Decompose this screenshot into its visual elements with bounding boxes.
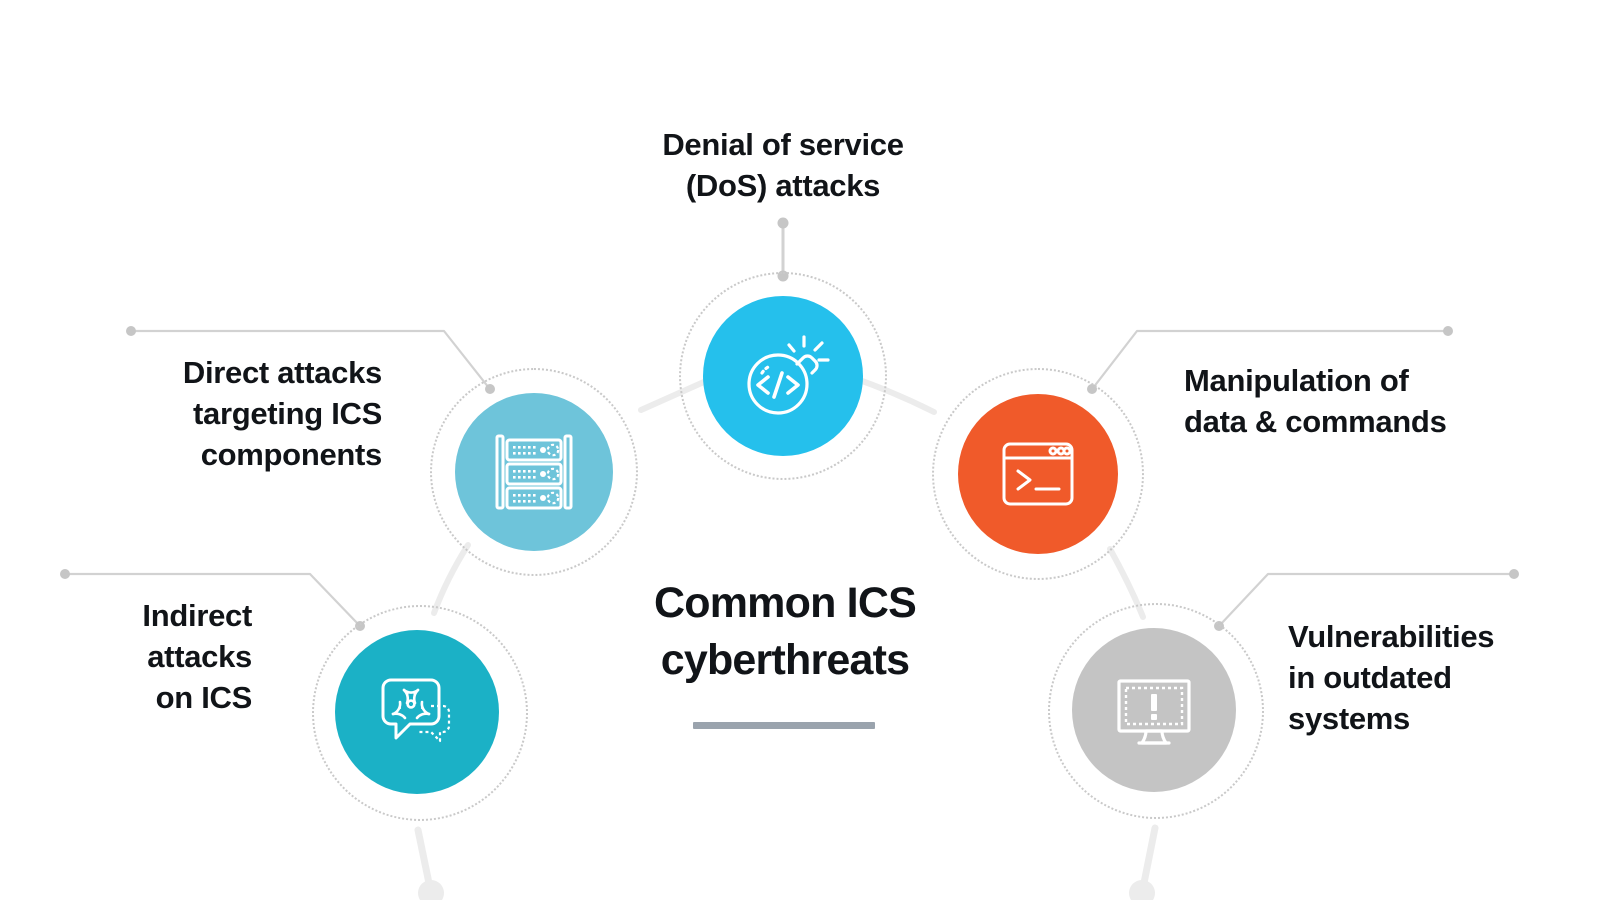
label-manipulation-line-1: Manipulation of <box>1184 363 1409 398</box>
page-title-line-2: cyberthreats <box>660 635 910 684</box>
ring-direct-attacks <box>430 368 638 576</box>
label-manipulation: Manipulation of data & commands <box>1184 360 1544 442</box>
label-direct-attacks: Direct attacks targeting ICS components <box>60 352 382 476</box>
node-direct-attacks[interactable] <box>455 393 613 551</box>
label-dos: Denial of service (DoS) attacks <box>603 124 963 206</box>
ring-manipulation <box>932 368 1144 580</box>
label-outdated-systems-line-3: systems <box>1288 701 1410 737</box>
label-indirect-attacks-line-3: on ICS <box>155 680 253 716</box>
ring-indirect-attacks <box>312 605 528 821</box>
label-dos-line-1: Denial of service <box>662 127 904 162</box>
label-manipulation-line-2: data & commands <box>1184 404 1447 440</box>
server-rack-icon <box>495 434 573 510</box>
label-direct-attacks-line-3: components <box>200 437 383 473</box>
label-dos-line-2: (DoS) attacks <box>685 168 881 204</box>
connector-dot <box>1443 326 1453 336</box>
ring-outdated-systems <box>1048 603 1264 819</box>
label-outdated-systems-line-1: Vulnerabilities <box>1288 619 1495 654</box>
node-indirect-attacks[interactable] <box>335 630 499 794</box>
tail-node-right <box>1129 880 1155 900</box>
connector-tails <box>414 824 1159 892</box>
title-underline-rule <box>693 722 875 729</box>
node-manipulation[interactable] <box>958 394 1118 554</box>
monitor-warning-icon <box>1117 679 1191 745</box>
label-indirect-attacks-line-2: attacks <box>147 639 252 675</box>
label-direct-attacks-line-1: Direct attacks <box>182 355 382 390</box>
node-dos[interactable] <box>703 296 863 456</box>
terminal-window-icon <box>1002 442 1074 506</box>
page-title-line-1: Common ICS <box>654 579 917 627</box>
label-outdated-systems-line-2: in outdated <box>1288 660 1452 696</box>
connector-dot <box>60 569 70 579</box>
bomb-code-icon <box>747 335 830 415</box>
arc-server-to-bio <box>431 542 471 616</box>
connector-dot <box>777 217 789 229</box>
node-outdated-systems[interactable] <box>1072 628 1236 792</box>
tail-node-left <box>418 880 444 900</box>
biohazard-chat-icon <box>381 678 451 743</box>
label-outdated-systems: Vulnerabilities in outdated systems <box>1288 616 1588 740</box>
label-direct-attacks-line-2: targeting ICS <box>192 396 382 432</box>
ring-dos <box>679 272 887 480</box>
label-indirect-attacks: Indirect attacks on ICS <box>40 595 252 719</box>
connector-dot <box>1509 569 1519 579</box>
connector-dot <box>126 326 136 336</box>
page-title: Common ICS cyberthreats <box>600 575 970 689</box>
label-indirect-attacks-line-1: Indirect <box>142 598 252 633</box>
